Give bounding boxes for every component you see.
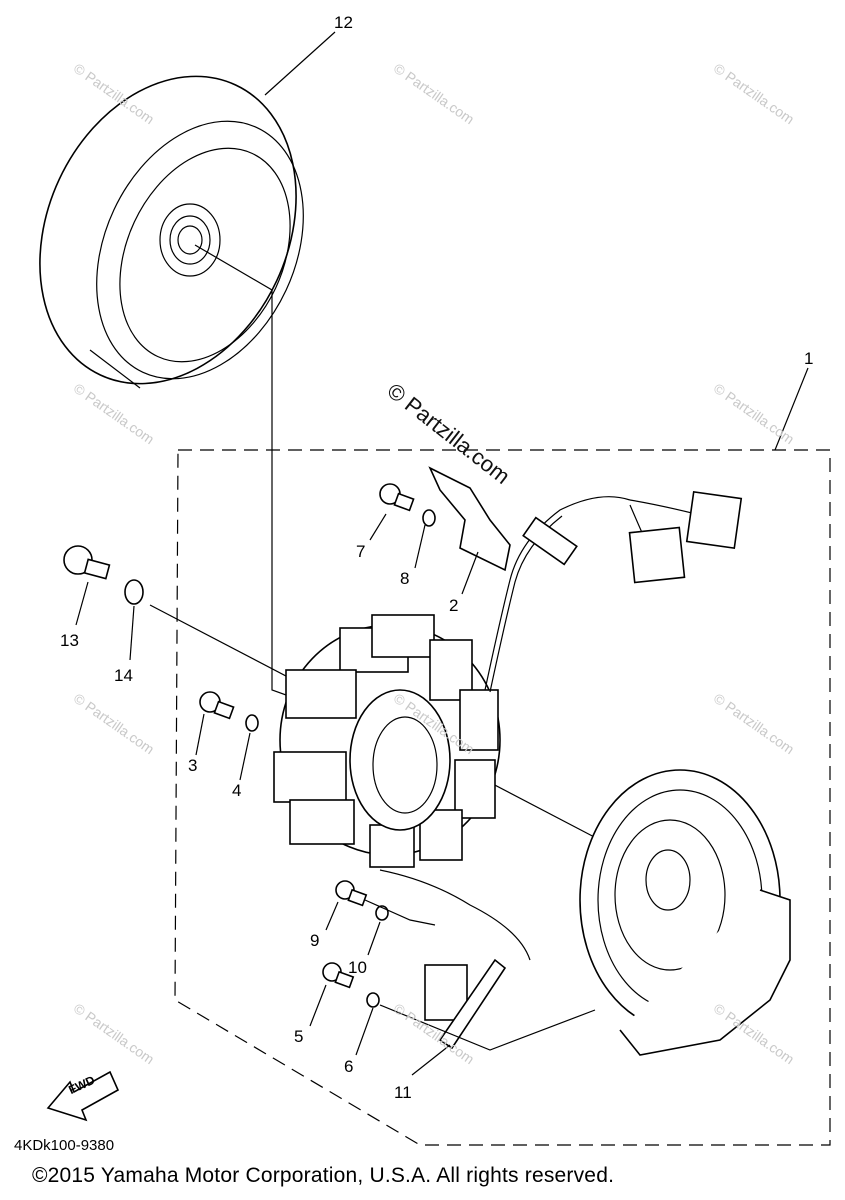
copyright-text: ©2015 Yamaha Motor Corporation, U.S.A. A… (32, 1164, 615, 1187)
washer-8 (422, 509, 436, 527)
washer-4 (245, 714, 259, 732)
lead-bracket (428, 466, 511, 572)
screw-5 (322, 962, 355, 989)
washer-14 (124, 579, 144, 605)
part-label-9: 9 (310, 931, 320, 950)
bolt-13 (63, 545, 111, 580)
part-label-5: 5 (294, 1027, 304, 1046)
screw-7 (379, 483, 415, 512)
assembly-box (174, 449, 831, 1146)
washer-6 (366, 992, 380, 1008)
screw-3 (199, 691, 235, 720)
part-label-7: 7 (356, 542, 366, 561)
part-label-14: 14 (114, 666, 133, 685)
stator-coil (273, 614, 501, 868)
diagram-code: 4KDk100-9380 (14, 1137, 115, 1154)
part-label-10: 10 (348, 958, 367, 977)
part-label-8: 8 (400, 569, 410, 588)
leader-1 (774, 367, 809, 451)
part-label-6: 6 (344, 1057, 354, 1076)
part-label-12: 12 (334, 13, 353, 32)
pickup-coil (379, 869, 531, 1050)
part-label-3: 3 (188, 756, 198, 775)
leader-5 (379, 1004, 596, 1051)
screw-9 (335, 880, 368, 907)
generator-cover (579, 769, 791, 1056)
part-label-13: 13 (60, 631, 79, 650)
part-label-4: 4 (232, 781, 242, 800)
leader-12 (264, 31, 336, 96)
flywheel-rotor (39, 75, 304, 389)
part-label-11: 11 (394, 1083, 412, 1102)
part-label-1: 1 (804, 349, 814, 368)
wire-harness (484, 490, 743, 693)
fwd-arrow (46, 1070, 120, 1122)
leader-9 (364, 899, 436, 926)
part-label-2: 2 (449, 596, 459, 615)
